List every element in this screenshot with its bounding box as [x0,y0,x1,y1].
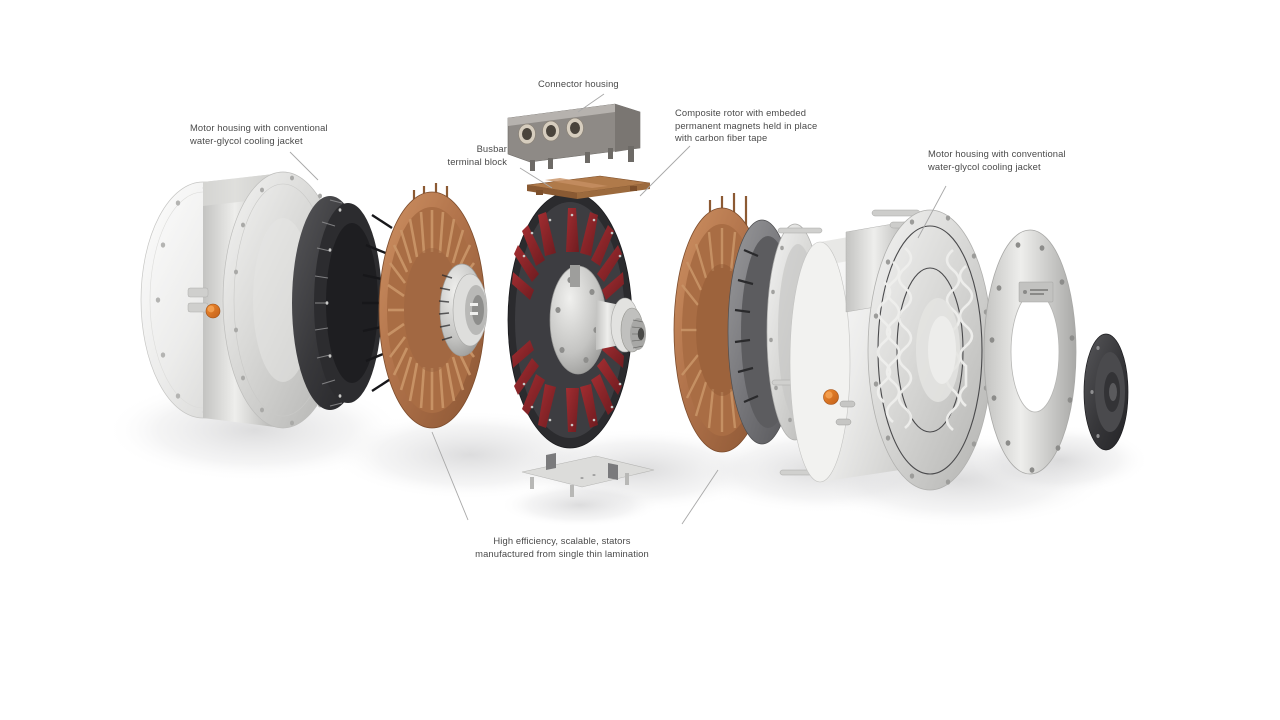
end-cap-right [1083,333,1129,451]
label-busbar-terminal-block: Busbar terminal block [447,143,507,167]
label-connector-housing: Connector housing [538,78,619,89]
lamination-left [292,196,393,410]
hub-bearing [438,263,488,357]
mount-bracket [521,453,655,497]
logo-plate [1018,281,1054,303]
busbar [526,175,651,199]
label-motor-housing-left: Motor housing with conventional water-gl… [190,122,328,146]
flange-plate [983,229,1077,475]
connector-ports [518,117,584,145]
rotor-shaft [596,297,646,353]
flange-center-bore [1010,291,1060,413]
rotor [507,191,633,449]
label-stator-lamination: High efficiency, scalable, stators manuf… [475,535,649,559]
cooling-plate [867,209,993,491]
label-composite-rotor: Composite rotor with embeded permanent m… [675,107,818,144]
rotor-magnets [512,208,624,432]
cooling-channels [876,247,974,431]
label-motor-housing-right: Motor housing with conventional water-gl… [928,148,1066,172]
connector [507,103,641,171]
